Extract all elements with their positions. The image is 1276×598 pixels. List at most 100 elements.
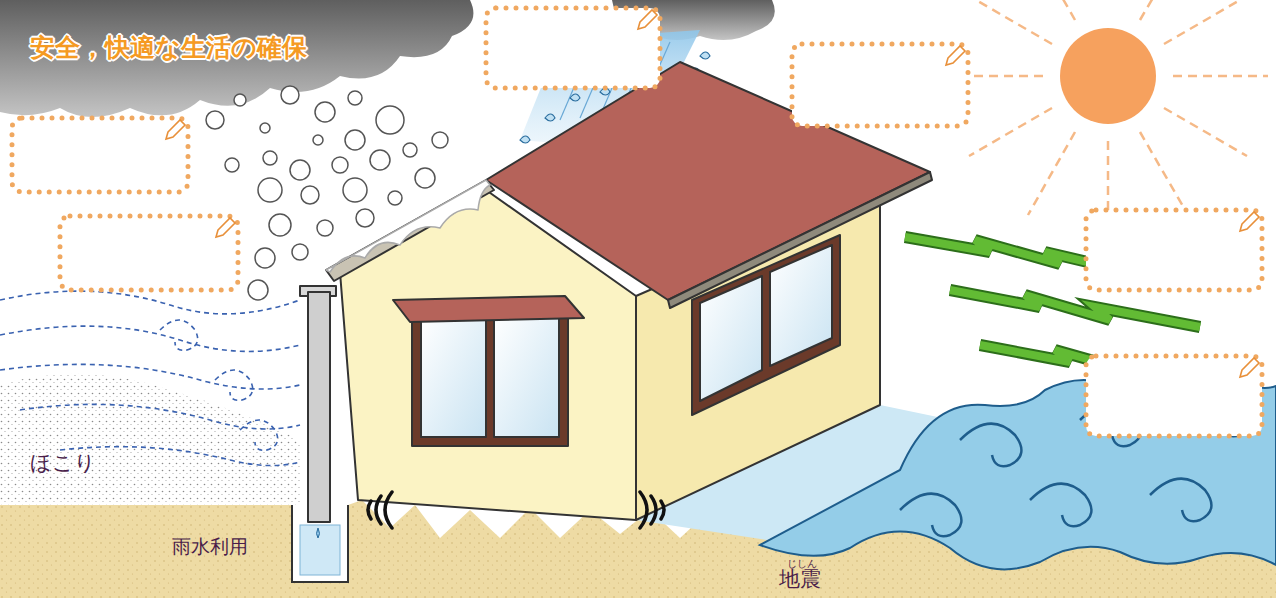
pencil-icon [1240,212,1259,231]
note-box [792,44,968,126]
hail [292,244,308,260]
hail [258,178,282,202]
rain [520,136,530,143]
house [300,62,932,538]
house [308,292,330,522]
hail [260,123,270,133]
house [412,308,568,446]
wind [0,291,300,465]
hail [248,280,268,300]
seismic-mark [661,501,664,519]
sun [969,108,1052,156]
sun [1028,132,1075,215]
wind [0,291,300,314]
hail [388,191,402,205]
house [421,317,486,437]
house [326,180,490,272]
part-label: 地震 [779,568,821,591]
sun [1028,0,1075,20]
wind [0,326,300,351]
sun [1164,108,1247,156]
hail [313,135,323,145]
house [770,245,832,366]
wind [160,320,198,350]
pencil-icon [1240,358,1259,377]
note-box [1086,356,1262,436]
note-box [486,8,660,88]
tsunami-waves [900,494,961,537]
hail [403,143,417,157]
hail [269,214,291,236]
dust [0,374,300,505]
house [317,528,320,538]
tsunami-waves [960,424,1021,467]
sun [1173,75,1268,78]
note-box [12,8,1262,436]
pencil-icon [166,120,185,139]
pencil-icon [946,46,965,65]
ground [300,525,340,575]
hail [376,106,404,134]
part-label: ほこり [30,452,96,475]
tsunami-waves [1150,479,1211,522]
house [494,317,559,437]
hail [348,91,362,105]
pencil-icon [166,10,1259,377]
sun [948,0,1268,236]
rain [700,52,710,59]
hail [317,220,333,236]
hail [290,160,310,180]
wind [215,370,253,400]
wind [20,404,300,429]
sun [1140,132,1188,215]
sun [1060,28,1156,124]
hail [315,102,335,122]
dust [0,374,300,505]
hail [255,248,275,268]
house [326,180,494,281]
hail [332,157,348,173]
hail [356,209,374,227]
wind [0,364,300,389]
hail [301,186,319,204]
note-box [1086,210,1262,290]
note-box [12,118,188,192]
sun [948,0,1268,236]
hail [225,158,239,172]
tsunami-waves [1030,484,1091,527]
sun [1164,0,1247,44]
rain [570,94,580,101]
house [393,296,584,322]
hail [281,86,299,104]
hail [206,111,224,129]
seismic-mark [368,492,664,528]
hail [263,151,277,165]
hail [343,178,367,202]
hail [415,168,435,188]
seismic-mark [651,496,656,524]
storm-cloud [0,0,473,117]
note-box [60,216,238,290]
sun [1140,0,1188,20]
house [692,235,840,415]
wind [240,420,278,450]
part-label: 雨水利用 [172,536,248,557]
pencil-icon [216,218,235,237]
seismic-mark [640,492,647,528]
rain [545,114,555,121]
sun [969,0,1052,44]
wind [60,447,300,466]
house [700,276,762,401]
seismic-mark [368,501,371,519]
seismic-mark [385,492,392,528]
hail [370,150,390,170]
seismic-mark [376,496,381,524]
lightning [950,290,1200,327]
hail [345,130,365,150]
hail [234,94,246,106]
lightning [950,290,1200,327]
pencil-icon [638,10,657,29]
